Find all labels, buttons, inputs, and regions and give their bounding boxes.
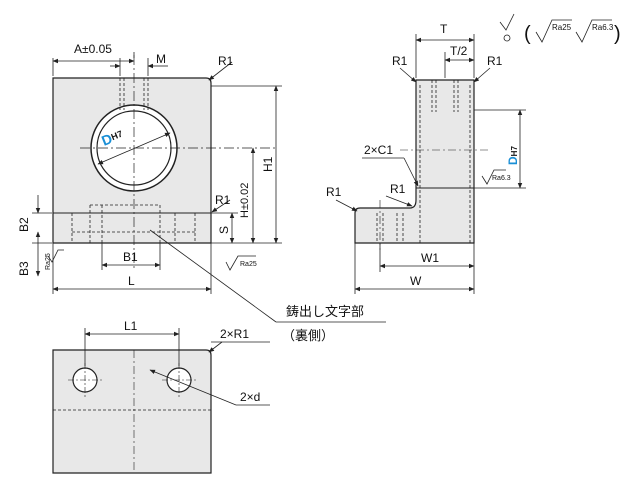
label-w1: W1 (421, 251, 439, 265)
surface-finish-marks (47, 169, 506, 271)
label-d-bore: DH7 (99, 126, 125, 149)
label-d-holes: 2×d (240, 390, 260, 404)
label-ra25-bottom: Ra25 (240, 261, 257, 268)
label-b3: B3 (17, 261, 31, 276)
label-a: A±0.05 (74, 42, 112, 56)
label-r1-side-tl: R1 (392, 54, 408, 68)
side-body (354, 79, 475, 244)
label-s: S (217, 226, 231, 234)
paren-open: ( (524, 23, 531, 45)
label-r1-side-inner: R1 (390, 182, 406, 196)
label-ra63-side: Ra6.3 (492, 175, 511, 182)
side-dimensions (335, 34, 526, 294)
label-finish-ra25: Ra25 (552, 23, 572, 32)
label-finish-ra63: Ra6.3 (592, 23, 614, 32)
front-dimensions (32, 52, 386, 323)
label-r1-front-top: R1 (218, 54, 234, 68)
side-view (354, 79, 490, 250)
label-r1-front-mid: R1 (215, 193, 231, 207)
label-b1: B1 (123, 250, 138, 264)
bottom-dimensions (84, 328, 270, 406)
label-d-side: DH7 (506, 146, 520, 165)
label-r1-bottom: 2×R1 (220, 327, 249, 341)
finish-symbol-group: ( Ra25 Ra6.3 ) (499, 13, 621, 45)
label-cast-text: 鋳出し文字部 (286, 304, 364, 319)
label-t-half: T/2 (450, 44, 468, 58)
label-r1-side-tr: R1 (487, 54, 503, 68)
label-cast-text-sub: （裏側） (282, 328, 334, 343)
bottom-view (52, 349, 212, 474)
bottom-body (52, 349, 212, 474)
label-c1: 2×C1 (364, 143, 393, 157)
label-h1: H1 (261, 156, 275, 172)
label-l1: L1 (124, 319, 138, 333)
paren-close: ) (614, 23, 621, 45)
label-h-tol: H±0.02 (239, 183, 251, 218)
label-ra25-left: Ra25 (45, 253, 52, 270)
label-m: M (156, 52, 166, 66)
label-r1-side-left: R1 (326, 185, 342, 199)
label-w: W (410, 274, 422, 288)
label-l: L (128, 274, 135, 288)
front-view (52, 55, 275, 270)
label-b2: B2 (17, 217, 31, 232)
label-t: T (440, 22, 448, 36)
